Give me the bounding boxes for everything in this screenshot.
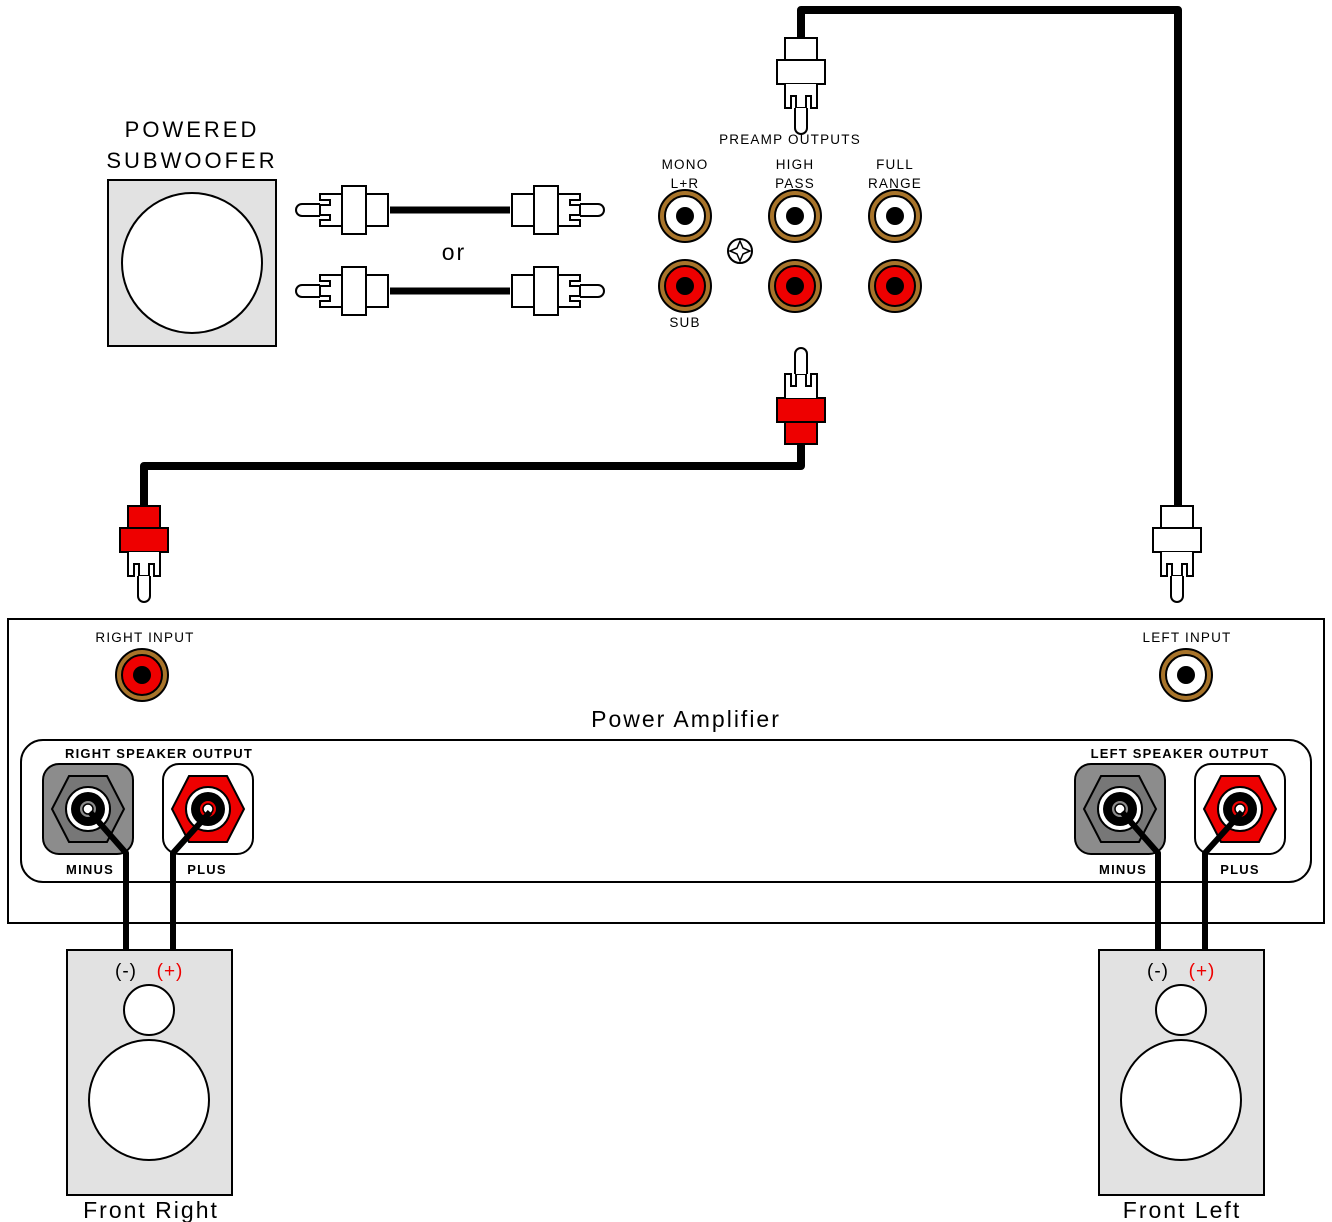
right-cable-top-plug [776, 347, 826, 445]
right-plus-terminal[interactable] [162, 763, 254, 855]
front-left-minus-label: (-) [1147, 961, 1169, 982]
left-minus-label: MINUS [1099, 862, 1147, 877]
right-speaker-output-title: RIGHT SPEAKER OUTPUT [65, 746, 253, 761]
left-speaker-wires [1119, 809, 1245, 955]
front-left-tweeter [1155, 984, 1207, 1036]
left-plus-terminal[interactable] [1194, 763, 1286, 855]
left-input-jack[interactable] [1159, 648, 1213, 702]
front-right-speaker: (-) (+) Front Right [66, 949, 233, 1222]
right-cable-bottom-plug [119, 505, 169, 603]
sub-red-jack[interactable] [658, 259, 712, 313]
powered-subwoofer: POWERED SUBWOOFER [106, 117, 277, 347]
right-input-label: RIGHT INPUT [95, 630, 194, 645]
left-speaker-output-title: LEFT SPEAKER OUTPUT [1091, 746, 1270, 761]
front-right-woofer [88, 1039, 210, 1161]
right-channel-cable [119, 347, 826, 603]
subwoofer-label-line2: SUBWOOFER [106, 148, 277, 173]
front-right-label: Front Right [83, 1197, 219, 1222]
right-input-jack[interactable] [115, 648, 169, 702]
fullrange-white-jack[interactable] [868, 189, 922, 243]
preamp-outputs: PREAMP OUTPUTS MONO L+R HIGH PASS FULL R… [658, 132, 922, 330]
front-left-label: Front Left [1123, 1197, 1241, 1222]
or-label: or [442, 239, 466, 265]
mono-label-line2: L+R [671, 176, 700, 191]
speaker-output-panel [20, 739, 1312, 883]
highpass-label-line2: PASS [775, 176, 815, 191]
fullrange-label-line1: FULL [876, 157, 914, 172]
subwoofer-label-line1: POWERED [125, 117, 260, 142]
mono-label-line1: MONO [662, 157, 709, 172]
right-minus-label: MINUS [66, 862, 114, 877]
front-left-woofer [1120, 1039, 1242, 1161]
left-minus-terminal[interactable] [1074, 763, 1166, 855]
front-left-speaker: (-) (+) Front Left [1098, 949, 1265, 1222]
left-plus-label: PLUS [1220, 862, 1259, 877]
front-right-minus-label: (-) [115, 961, 137, 982]
left-cable-top-plug [776, 37, 826, 135]
mono-white-jack[interactable] [658, 189, 712, 243]
right-plus-label: PLUS [187, 862, 226, 877]
left-channel-cable [776, 6, 1202, 603]
sub-cable-option-1 [295, 185, 605, 235]
preamp-outputs-title: PREAMP OUTPUTS [719, 132, 861, 147]
amplifier-title: Power Amplifier [591, 706, 781, 732]
right-speaker-wires [87, 809, 213, 955]
highpass-white-jack[interactable] [768, 189, 822, 243]
power-amplifier: RIGHT INPUT LEFT INPUT Power Amplifier R… [7, 618, 1325, 924]
sub-label: SUB [669, 315, 700, 330]
right-minus-terminal[interactable] [42, 763, 134, 855]
subwoofer-driver [121, 192, 263, 334]
fullrange-red-jack[interactable] [868, 259, 922, 313]
highpass-red-jack[interactable] [768, 259, 822, 313]
highpass-label-line1: HIGH [776, 157, 815, 172]
fullrange-label-line2: RANGE [868, 176, 922, 191]
sub-cable-option-2 [295, 266, 605, 316]
front-right-tweeter [123, 984, 175, 1036]
left-cable-bottom-plug [1152, 505, 1202, 603]
front-left-plus-label: (+) [1189, 961, 1216, 982]
front-right-plus-label: (+) [157, 961, 184, 982]
panel-screw-icon [727, 238, 753, 264]
left-input-label: LEFT INPUT [1142, 630, 1231, 645]
